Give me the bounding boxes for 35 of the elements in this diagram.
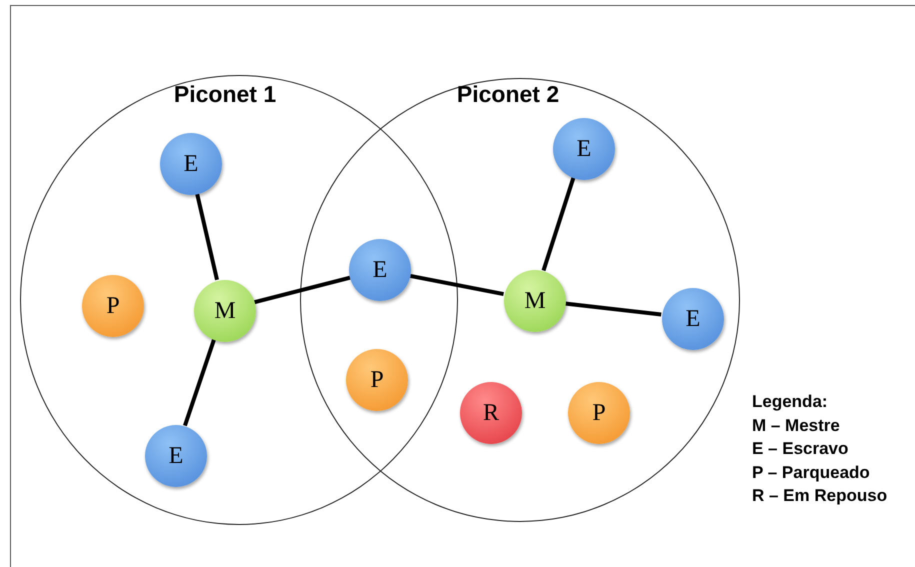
device-circle: [349, 239, 411, 301]
device-circle: [346, 349, 408, 411]
device-letter: P: [592, 400, 606, 426]
link-line: [542, 176, 576, 272]
device-circle: [568, 382, 630, 444]
link-line: [564, 302, 662, 316]
device-circle: [662, 288, 724, 350]
device-circle: [145, 425, 207, 487]
link-line: [195, 192, 219, 280]
device-circle: [460, 382, 522, 444]
link-line: [410, 274, 504, 296]
legend-entry: P – Parqueado: [752, 462, 871, 484]
piconet-title: Piconet 1: [174, 81, 276, 108]
device-letter: P: [370, 366, 384, 394]
device-letter: M: [214, 298, 236, 324]
device-circle: [504, 270, 566, 332]
link-line: [254, 276, 350, 304]
device-letter: R: [482, 400, 499, 426]
legend-entry: R – Em Repouso: [752, 485, 888, 507]
device-letter: E: [372, 256, 388, 284]
legend-entry: M – Mestre: [752, 414, 841, 436]
device-circle: [160, 133, 222, 195]
legend-entry: E – Escravo: [752, 438, 850, 460]
device-letter: E: [168, 442, 184, 470]
device-circle: [553, 118, 615, 180]
device-letter: E: [576, 136, 592, 162]
device-letter: P: [106, 292, 120, 320]
device-letter: M: [524, 288, 546, 314]
link-line: [183, 338, 216, 426]
device-letter: E: [184, 150, 198, 178]
device-circle: [82, 275, 144, 337]
device-letter: E: [686, 306, 700, 332]
legend-heading: Legenda:: [752, 391, 829, 413]
device-circle: [194, 280, 256, 342]
piconet-title: Piconet 2: [456, 81, 560, 108]
